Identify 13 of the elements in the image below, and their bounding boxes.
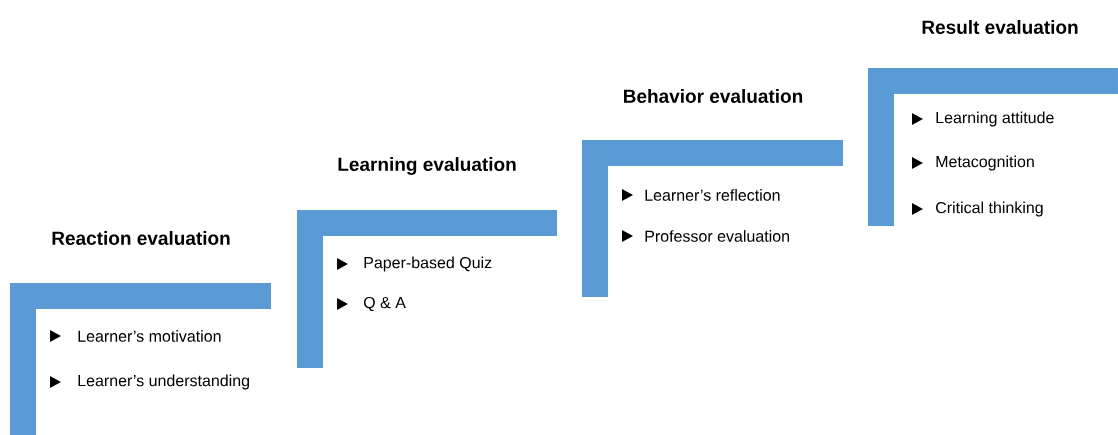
step-heading: Result evaluation	[922, 20, 1078, 34]
list-item: Learner’s understanding	[78, 374, 249, 390]
list-item: Metacognition	[936, 155, 1034, 171]
step-heading: Behavior evaluation	[624, 89, 803, 103]
list-item: Learner’s reflection	[645, 189, 780, 201]
step-heading: Learning evaluation	[338, 157, 516, 175]
list-item: Q & A	[363, 296, 406, 312]
list-item: Learning attitude	[936, 111, 1054, 127]
list-item: Critical thinking	[936, 201, 1043, 217]
list-item: Paper-based Quiz	[364, 256, 492, 272]
step-heading: Reaction evaluation	[52, 231, 230, 245]
list-item: Professor evaluation	[645, 230, 789, 242]
list-item: Learner’s motivation	[78, 330, 221, 342]
